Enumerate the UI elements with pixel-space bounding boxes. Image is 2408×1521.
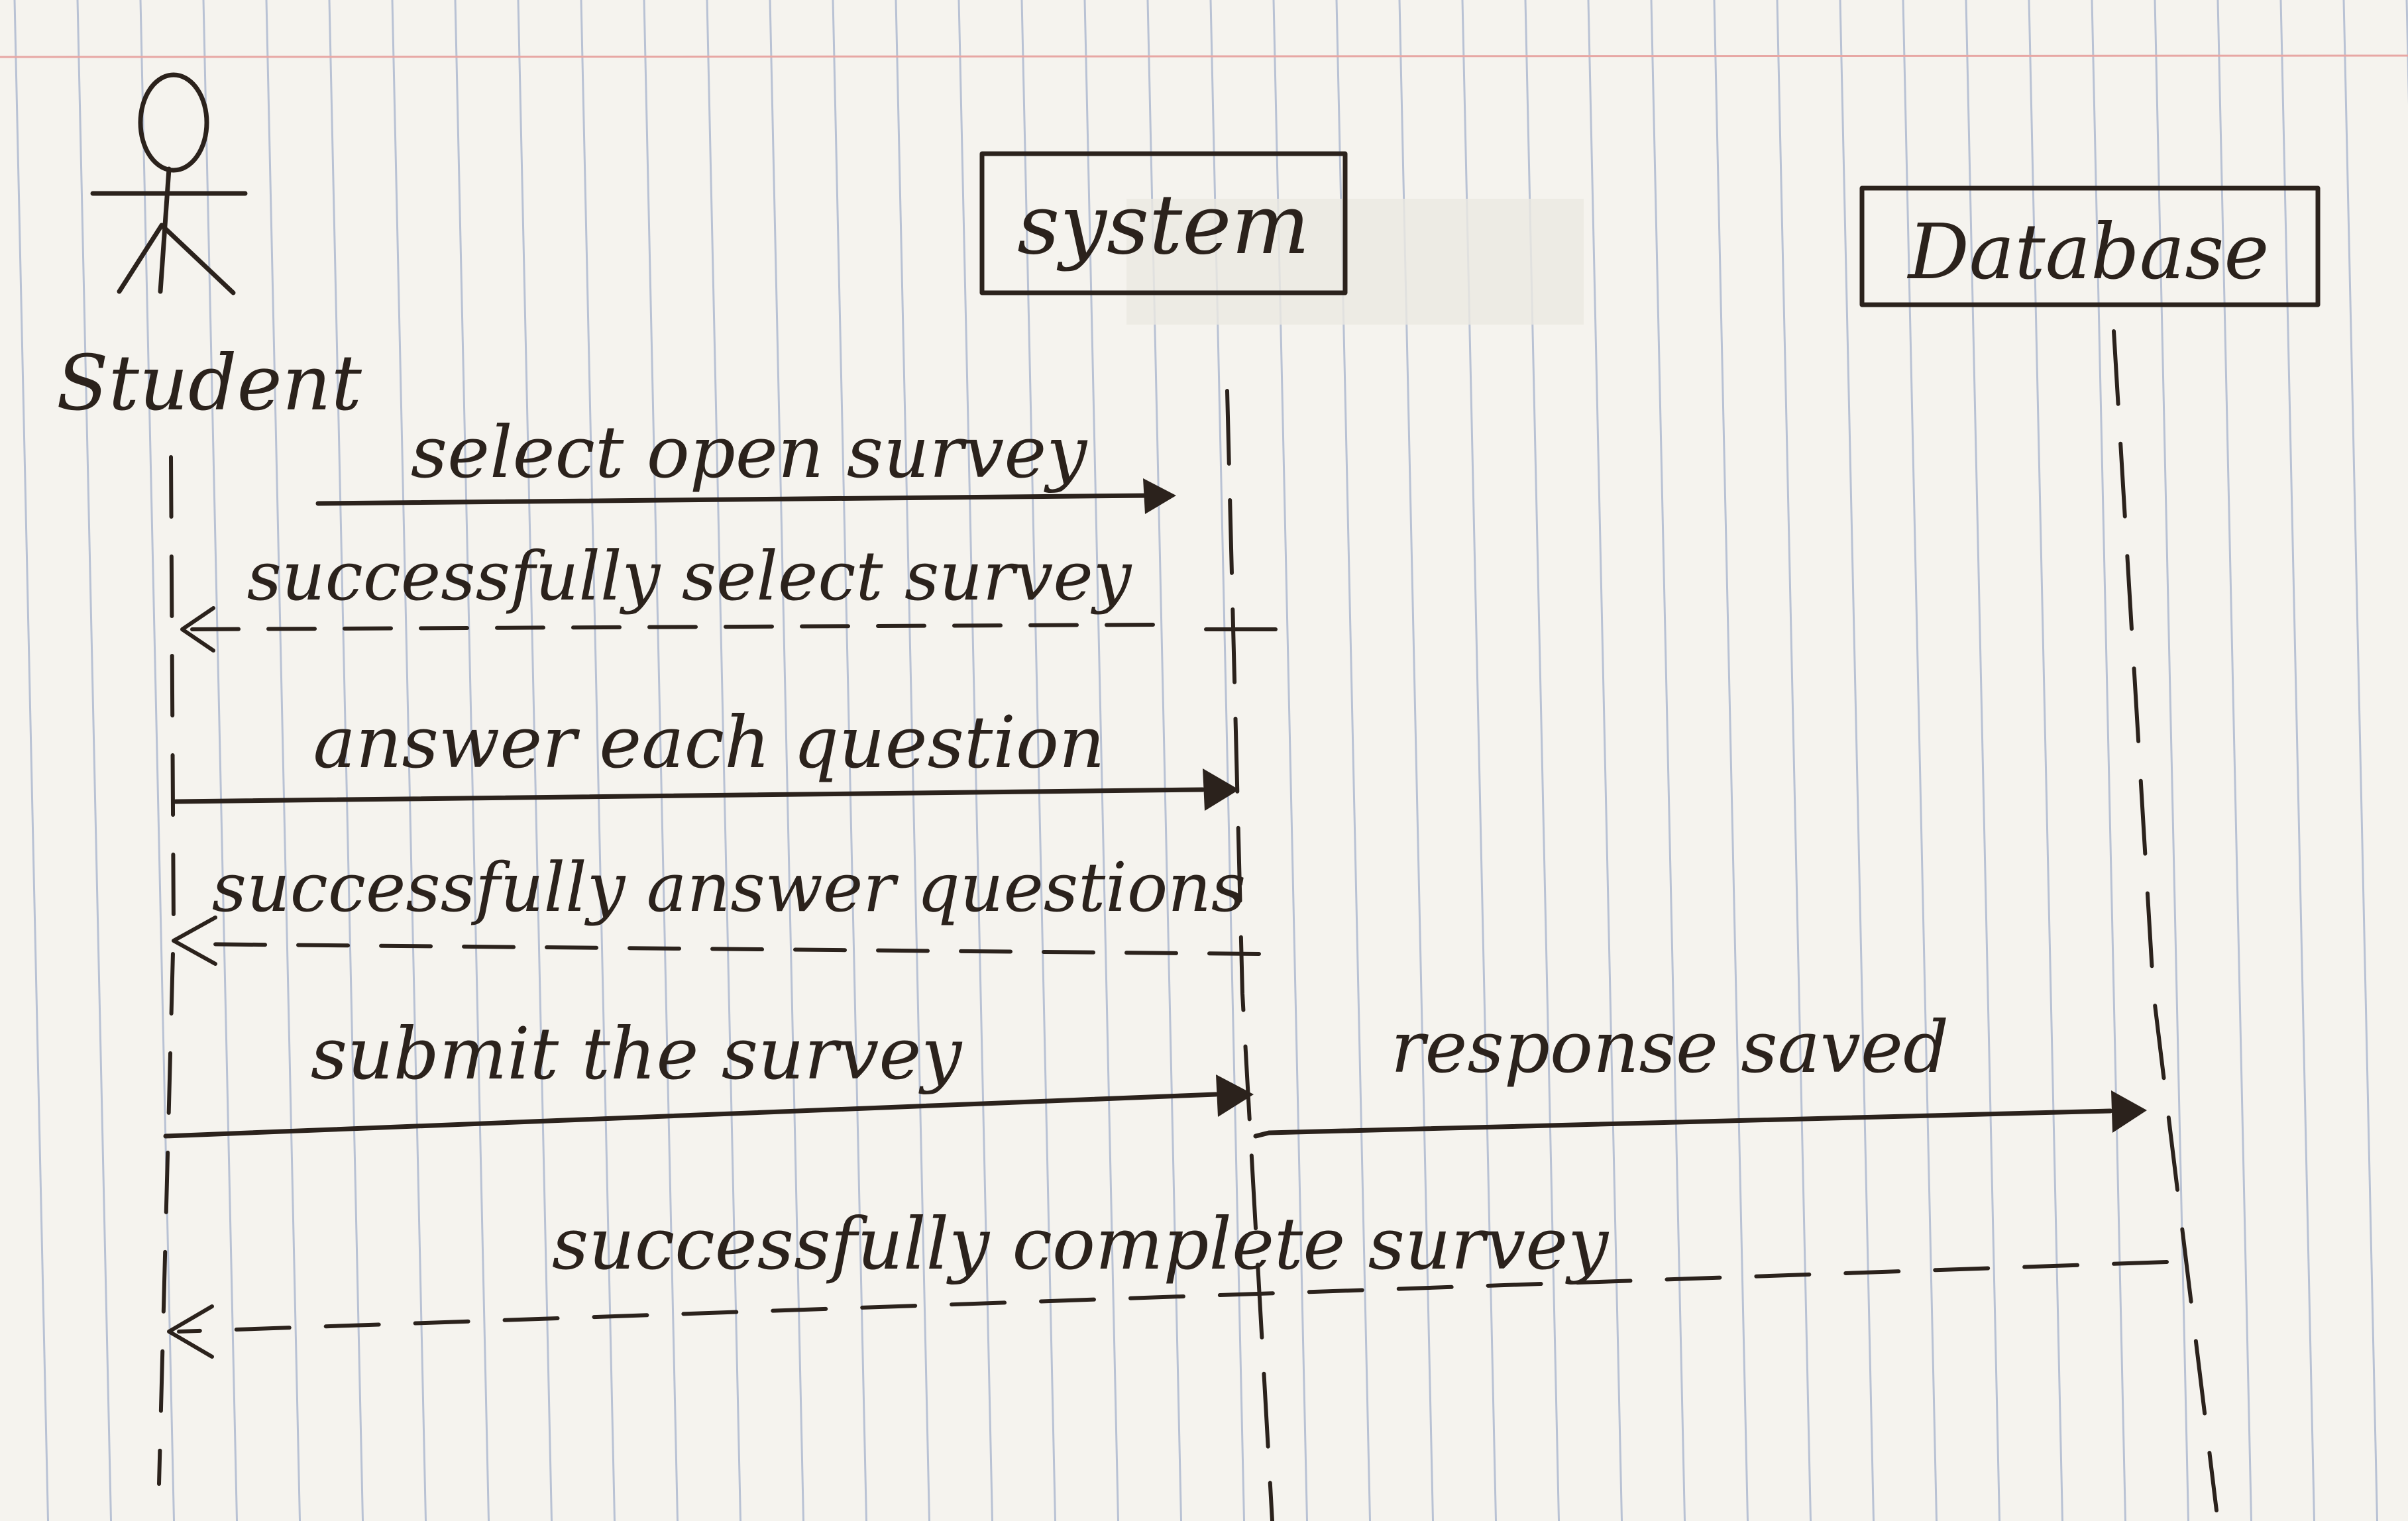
student-lifeline — [157, 455, 176, 1486]
ruling-line — [2154, 0, 2190, 1521]
ruling-line — [958, 0, 994, 1521]
ruling-line — [1713, 0, 1749, 1521]
ruling-line — [1587, 0, 1623, 1521]
message-label-response-saved: response saved — [1391, 1006, 1949, 1089]
ruling-line — [13, 0, 50, 1521]
message-arrow-successfully-select-survey — [187, 623, 1155, 631]
message-arrow-answer-each-question — [173, 787, 1205, 804]
message-arrow-successfully-complete-survey — [177, 1260, 2169, 1334]
ruling-line — [1650, 0, 1686, 1521]
student-actor-figure — [90, 72, 248, 295]
system-actor-label: system — [1017, 177, 1310, 273]
student-actor-label: Student — [56, 339, 362, 428]
ruling-line — [1965, 0, 2001, 1521]
ruling-line — [1083, 0, 1120, 1521]
ruling-line — [2091, 0, 2127, 1521]
ruling-line — [1839, 0, 1875, 1521]
message-label-answer-each-question: answer each question — [313, 702, 1105, 784]
arrowhead-successfully-answer-questions — [172, 916, 217, 966]
arrowhead-answer-each-question — [1203, 768, 1239, 811]
ruling-line — [328, 0, 364, 1521]
ruling-line — [895, 0, 931, 1521]
ruling-line — [202, 0, 239, 1521]
ruling-line — [580, 0, 616, 1521]
message-label-successfully-select-survey: successfully select survey — [247, 537, 1132, 616]
ruling-line — [1020, 0, 1057, 1521]
ruling-line — [391, 0, 427, 1521]
ruling-line — [76, 0, 113, 1521]
arrowhead-select-open-survey — [1143, 478, 1176, 514]
arrowhead-response-saved — [2111, 1090, 2147, 1133]
database-actor-label: Database — [1907, 208, 2270, 297]
bleed-through-mark — [1126, 199, 1584, 325]
ruling-line — [517, 0, 553, 1521]
message-arrow-submit-the-survey — [163, 1092, 1219, 1139]
ruling-line — [1776, 0, 1812, 1521]
ruling-line — [1902, 0, 1938, 1521]
ruling-line — [454, 0, 490, 1521]
system-lifeline — [1225, 389, 1274, 1521]
message-label-submit-the-survey: submit the survey — [311, 1013, 963, 1096]
ruling-line — [643, 0, 679, 1521]
message-arrow-successfully-answer-questions — [184, 942, 1261, 956]
ruling-line — [2342, 0, 2379, 1521]
ruling-line — [769, 0, 805, 1521]
message-label-successfully-complete-survey: successfully complete survey — [552, 1203, 1610, 1286]
ruling-line — [2216, 0, 2253, 1521]
ruling-line — [2279, 0, 2316, 1521]
arrowhead-successfully-select-survey — [180, 606, 215, 653]
system-actor-box — [979, 151, 1348, 295]
ruling-line — [832, 0, 868, 1521]
margin-line — [0, 54, 2408, 58]
ruling-line — [706, 0, 742, 1521]
message-arrow-response-saved — [1253, 1108, 2113, 1139]
arrowhead-submit-the-survey — [1216, 1075, 1254, 1117]
arrowhead-successfully-complete-survey — [167, 1304, 214, 1359]
ruling-line — [265, 0, 301, 1521]
message-arrow-select-open-survey — [315, 493, 1152, 506]
message-label-select-open-survey: select open survey — [411, 411, 1089, 494]
database-actor-box — [1859, 185, 2321, 307]
message-label-successfully-answer-questions: successfully answer questions — [212, 849, 1246, 927]
